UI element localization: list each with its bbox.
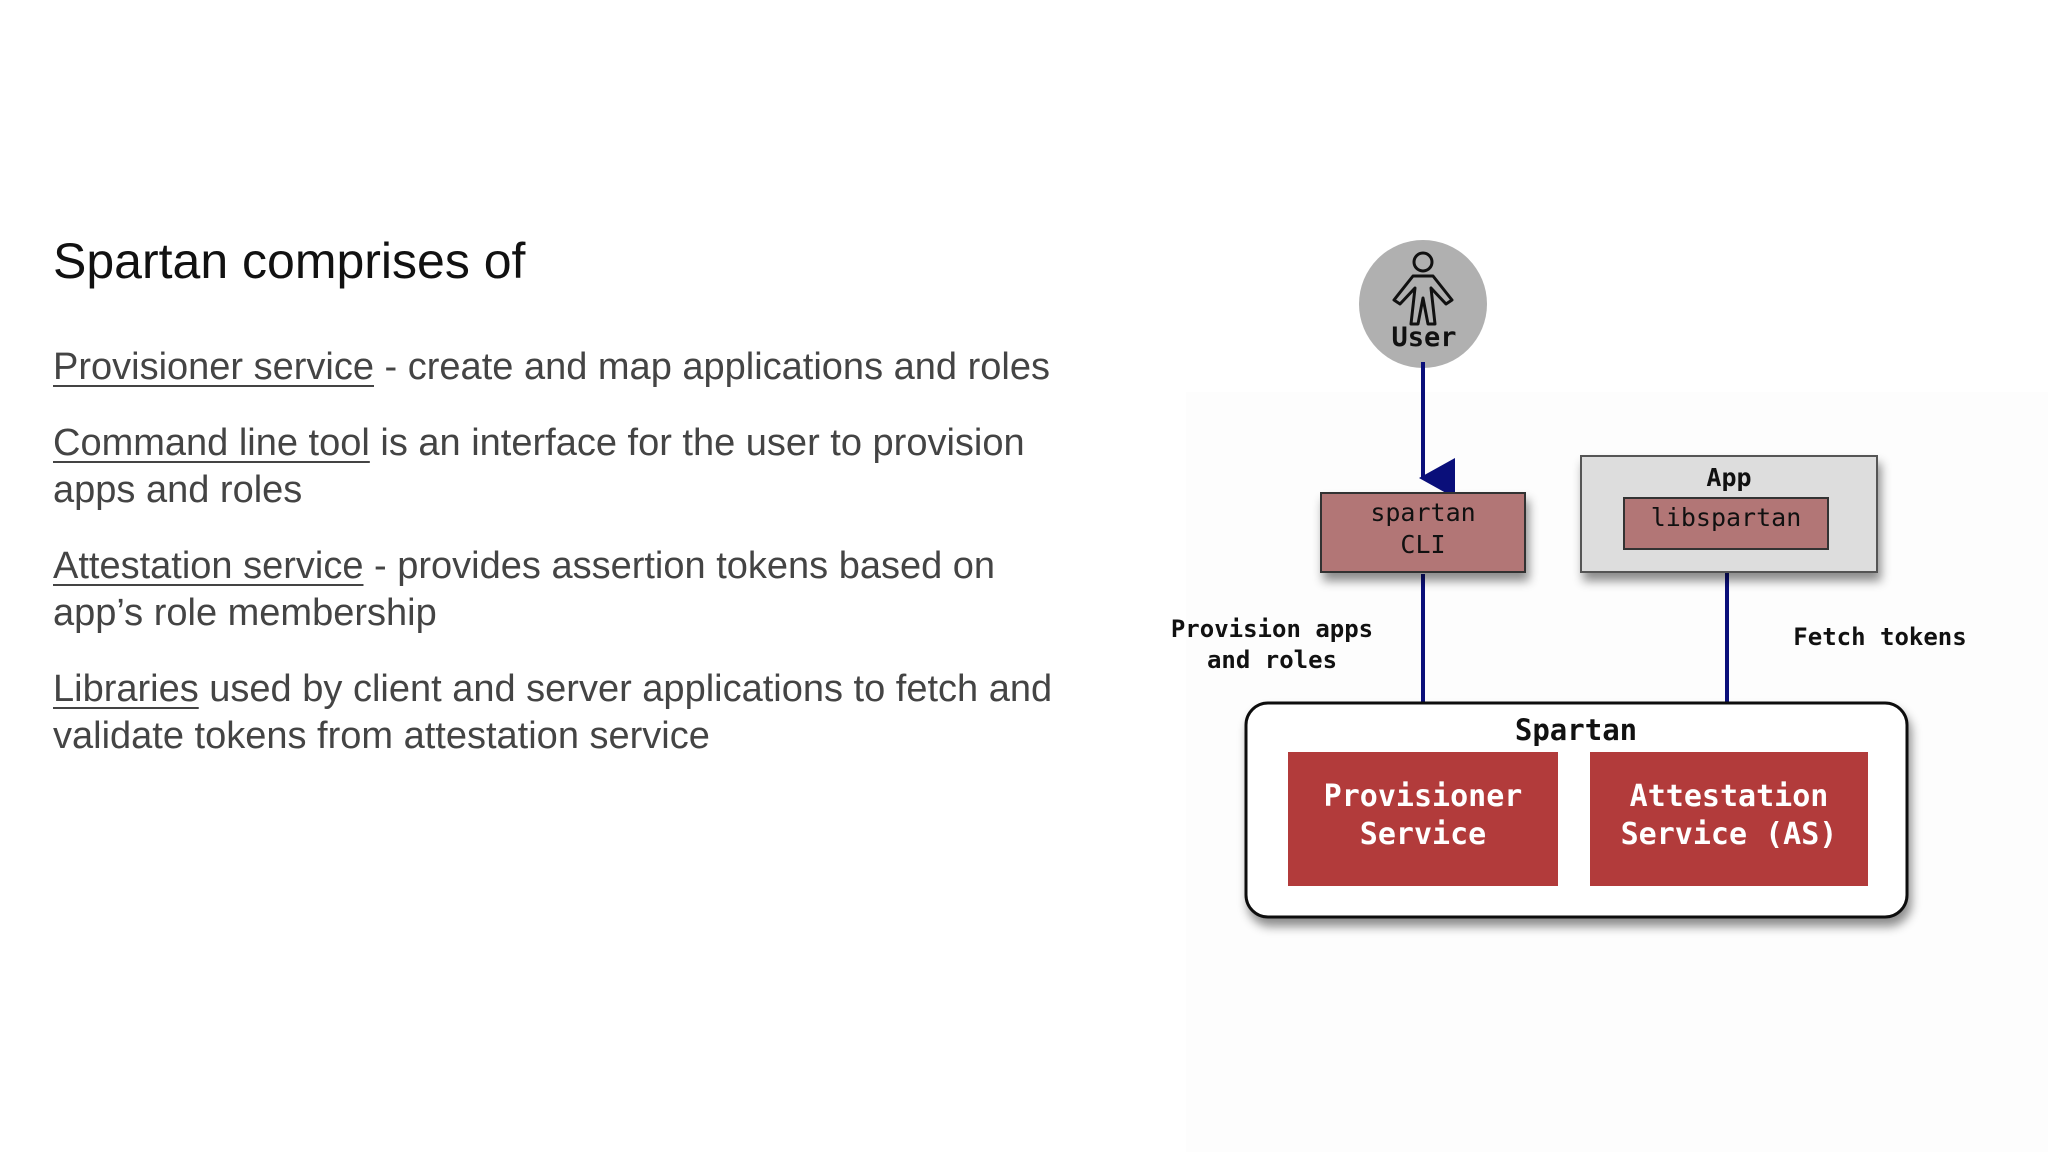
libspartan-box (1623, 497, 1829, 550)
bullet-text: used by client and server applications t… (53, 668, 1053, 757)
attestation-service-box: Attestation Service (AS) (1590, 752, 1868, 886)
bullet-text: is an interface for the user to provisio… (53, 422, 1025, 511)
attestation-label-line2: Service (AS) (1621, 817, 1838, 852)
bullet-libraries: Libraries used by client and server appl… (53, 666, 1083, 760)
bullet-term: Attestation service (53, 545, 364, 587)
cli-label-line1: spartan (1370, 498, 1475, 527)
bullet-cli: Command line tool is an interface for th… (53, 420, 1083, 514)
person-icon (1392, 251, 1454, 326)
provisioner-service-box: Provisioner Service (1288, 752, 1558, 886)
app-box: App libspartan (1580, 455, 1878, 573)
bullet-provisioner: Provisioner service - create and map app… (53, 344, 1083, 391)
spartan-title: Spartan (1515, 713, 1637, 747)
slide-title: Spartan comprises of (53, 233, 526, 289)
cli-label-line2: CLI (1400, 530, 1445, 559)
provisioner-label-line2: Service (1360, 817, 1486, 852)
attestation-label-line1: Attestation (1630, 779, 1829, 814)
bullet-term: Libraries (53, 668, 199, 710)
bullet-list: Provisioner service - create and map app… (53, 344, 1083, 789)
provisioner-label-line1: Provisioner (1324, 779, 1523, 814)
bullet-text: - provides assertion tokens based on app… (53, 545, 996, 634)
app-title: App (1706, 463, 1751, 492)
provision-label-line2: and roles (1207, 646, 1337, 674)
bullet-term: Provisioner service (53, 346, 374, 388)
provision-label-line1: Provision apps (1171, 615, 1373, 643)
fetch-tokens-label: Fetch tokens (1793, 623, 1966, 651)
spartan-container: Spartan Provisioner Service Attestation … (1244, 701, 1909, 919)
bullet-attestation: Attestation service - provides assertion… (53, 543, 1083, 637)
libspartan-label: libspartan (1651, 503, 1802, 532)
bullet-text: - create and map applications and roles (374, 346, 1050, 388)
bullet-term: Command line tool (53, 422, 370, 464)
spartan-cli-box: spartan CLI (1320, 492, 1526, 573)
user-label: User (1391, 322, 1456, 353)
user-node: User (1359, 240, 1487, 368)
